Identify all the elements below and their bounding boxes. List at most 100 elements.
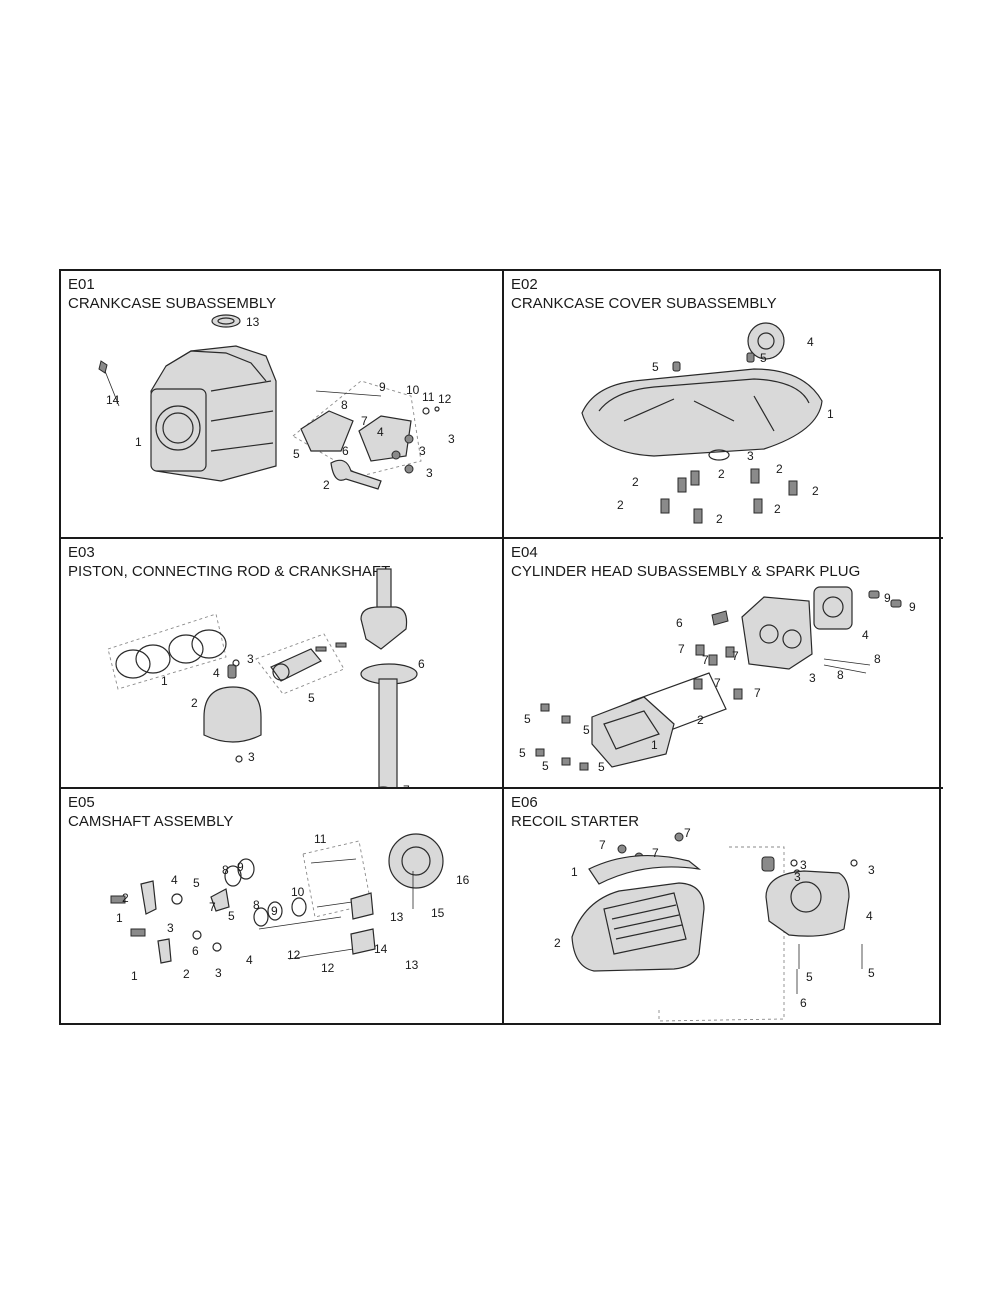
callout-label: 2 bbox=[632, 475, 639, 489]
callout-label: 5 bbox=[760, 351, 767, 365]
callout-label: 4 bbox=[862, 628, 869, 642]
piston-crankshaft-illustration: 3 4 1 2 5 3 6 7 bbox=[107, 568, 425, 787]
callout-label: 2 bbox=[776, 462, 783, 476]
callout-label: 7 bbox=[209, 900, 216, 914]
callout-label: 14 bbox=[374, 942, 388, 956]
callout-label: 9 bbox=[237, 860, 244, 874]
callout-label: 3 bbox=[809, 671, 816, 685]
callout-label: 14 bbox=[106, 393, 120, 407]
callout-label: 5 bbox=[293, 447, 300, 461]
callout-label: 5 bbox=[598, 760, 605, 774]
callout-label: 6 bbox=[800, 996, 807, 1010]
section-code: E01 bbox=[68, 276, 95, 293]
callout-label: 3 bbox=[167, 921, 174, 935]
callout-label: 1 bbox=[131, 969, 138, 983]
callout-label: 13 bbox=[390, 910, 404, 924]
callout-label: 3 bbox=[215, 966, 222, 980]
section-code: E03 bbox=[68, 544, 95, 561]
callout-label: 9 bbox=[909, 600, 916, 614]
section-code: E06 bbox=[511, 794, 538, 811]
callout-label: 2 bbox=[183, 967, 190, 981]
callout-label: 3 bbox=[248, 750, 255, 764]
callout-label: 2 bbox=[812, 484, 819, 498]
callout-label: 5 bbox=[868, 966, 875, 980]
crankcase-cover-illustration: 4 5 5 1 3 2 2 2 2 2 2 2 bbox=[581, 322, 834, 526]
callout-labels: 11 16 4 5 8 9 2 7 10 1 3 15 8 9 5 13 6 1… bbox=[116, 832, 470, 983]
callout-label: 5 bbox=[806, 970, 813, 984]
callout-label: 5 bbox=[524, 712, 531, 726]
callout-label: 8 bbox=[837, 668, 844, 682]
callout-label: 13 bbox=[405, 958, 419, 972]
callout-label: 3 bbox=[868, 863, 875, 877]
callout-label: 6 bbox=[418, 657, 425, 671]
callout-label: 2 bbox=[191, 696, 198, 710]
callout-label: 5 bbox=[308, 691, 315, 705]
section-title: CAMSHAFT ASSEMBLY bbox=[68, 813, 234, 830]
section-e01: E01 CRANKCASE SUBASSEMBLY 13 14 1 9 10 bbox=[61, 271, 502, 537]
callout-label: 1 bbox=[571, 865, 578, 879]
callout-label: 7 bbox=[732, 649, 739, 663]
camshaft-illustration: 11 16 4 5 8 9 2 7 10 1 3 15 8 9 5 13 6 1… bbox=[110, 832, 470, 983]
section-e05: E05 CAMSHAFT ASSEMBLY 11 16 4 5 8 9 2 bbox=[61, 787, 502, 1023]
section-title: CRANKCASE SUBASSEMBLY bbox=[68, 295, 277, 312]
callout-label: 4 bbox=[807, 335, 814, 349]
callout-label: 1 bbox=[651, 738, 658, 752]
callout-label: 2 bbox=[697, 713, 704, 727]
callout-label: 6 bbox=[676, 616, 683, 630]
callout-label: 2 bbox=[716, 512, 723, 526]
callout-label: 3 bbox=[426, 466, 433, 480]
callout-label: 7 bbox=[361, 414, 368, 428]
recoil-starter-illustration: 7 7 7 1 3 3 3 4 2 5 5 6 bbox=[554, 826, 875, 1022]
callout-labels: 9 9 4 6 7 7 7 8 8 7 3 7 5 5 2 1 5 5 5 bbox=[519, 591, 916, 774]
callout-label: 3 bbox=[448, 432, 455, 446]
callout-label: 7 bbox=[754, 686, 761, 700]
parts-diagram-grid: E01 CRANKCASE SUBASSEMBLY 13 14 1 9 10 bbox=[59, 269, 943, 1025]
callout-label: 7 bbox=[678, 642, 685, 656]
callout-label: 12 bbox=[438, 392, 452, 406]
callout-label: 7 bbox=[403, 783, 410, 787]
callout-label: 8 bbox=[341, 398, 348, 412]
callout-label: 1 bbox=[161, 674, 168, 688]
callout-label: 3 bbox=[419, 444, 426, 458]
callout-label: 8 bbox=[253, 898, 260, 912]
callout-label: 5 bbox=[542, 759, 549, 773]
callout-label: 2 bbox=[323, 478, 330, 492]
callout-labels: 13 14 1 9 10 11 12 8 7 4 3 5 6 3 2 3 bbox=[106, 315, 455, 492]
section-code: E04 bbox=[511, 544, 538, 561]
section-code: E02 bbox=[511, 276, 538, 293]
section-e04: E04 CYLINDER HEAD SUBASSEMBLY & SPARK PL… bbox=[502, 537, 943, 787]
callout-label: 5 bbox=[228, 909, 235, 923]
callout-labels: 4 5 5 1 3 2 2 2 2 2 2 2 bbox=[617, 335, 834, 526]
callout-label: 4 bbox=[246, 953, 253, 967]
callout-label: 5 bbox=[652, 360, 659, 374]
callout-label: 1 bbox=[827, 407, 834, 421]
callout-label: 10 bbox=[291, 885, 305, 899]
callout-label: 5 bbox=[193, 876, 200, 890]
callout-label: 2 bbox=[122, 891, 129, 905]
cylinder-head-illustration: 9 9 4 6 7 7 7 8 8 7 3 7 5 5 2 1 5 5 5 bbox=[519, 586, 916, 774]
callout-label: 7 bbox=[684, 826, 691, 840]
callout-label: 7 bbox=[599, 838, 606, 852]
section-title: CRANKCASE COVER SUBASSEMBLY bbox=[511, 295, 777, 312]
section-title: RECOIL STARTER bbox=[511, 813, 640, 830]
crankcase-illustration: 13 14 1 9 10 11 12 8 7 4 3 5 6 3 2 3 bbox=[98, 314, 455, 492]
callout-label: 8 bbox=[222, 863, 229, 877]
callout-label: 3 bbox=[794, 870, 801, 884]
callout-label: 2 bbox=[554, 936, 561, 950]
callout-label: 3 bbox=[800, 858, 807, 872]
section-title: PISTON, CONNECTING ROD & CRANKSHAFT bbox=[68, 563, 391, 580]
callout-label: 7 bbox=[702, 653, 709, 667]
callout-label: 12 bbox=[287, 948, 301, 962]
callout-label: 16 bbox=[456, 873, 470, 887]
callout-label: 3 bbox=[747, 449, 754, 463]
callout-label: 4 bbox=[171, 873, 178, 887]
callout-labels: 7 7 7 1 3 3 3 4 2 5 5 6 bbox=[554, 826, 875, 1010]
callout-label: 11 bbox=[314, 832, 327, 846]
callout-label: 2 bbox=[617, 498, 624, 512]
callout-label: 1 bbox=[135, 435, 142, 449]
section-e02: E02 CRANKCASE COVER SUBASSEMBLY 4 5 5 1 … bbox=[502, 271, 943, 537]
callout-label: 5 bbox=[583, 723, 590, 737]
callout-label: 3 bbox=[247, 652, 254, 666]
callout-label: 9 bbox=[379, 380, 386, 394]
callout-label: 4 bbox=[213, 666, 220, 680]
